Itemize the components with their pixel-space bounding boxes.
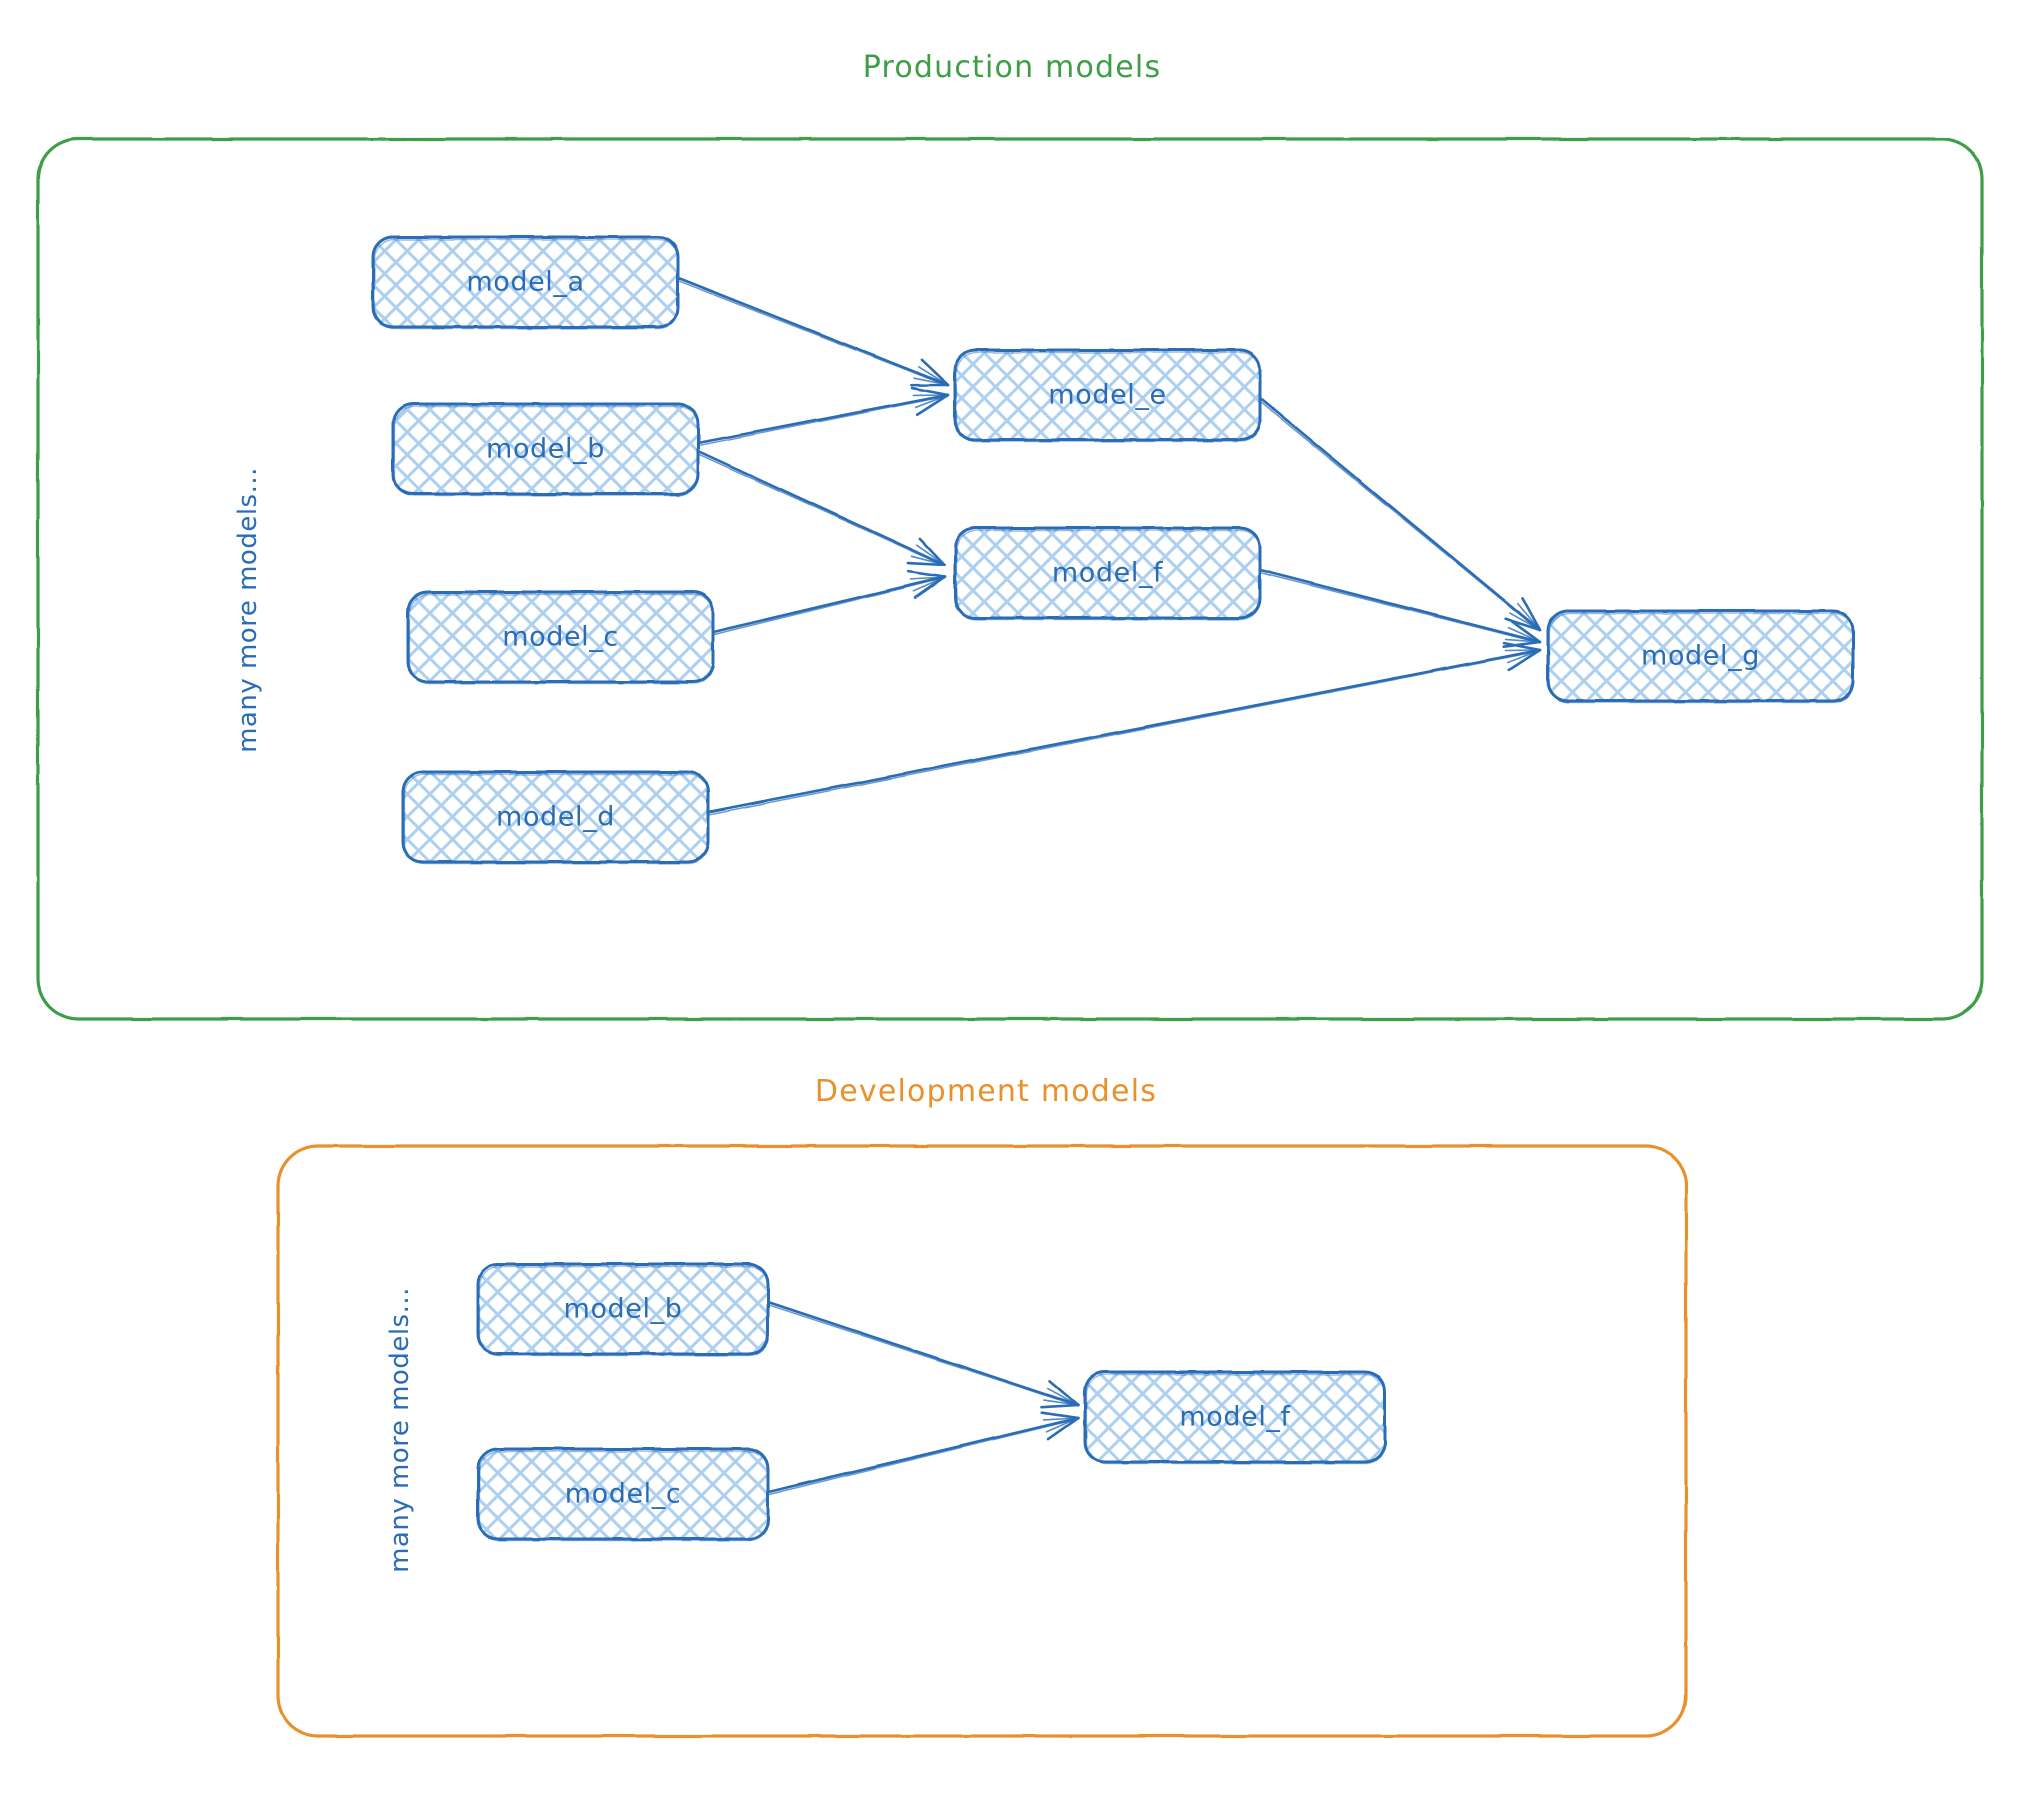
node-dev_model_b[interactable] [476,1262,770,1357]
edge-line-sketch [697,395,949,447]
edge-line [676,276,950,387]
edge-a-e [676,276,950,387]
node-fill [1548,611,1853,701]
node-prod_model_g[interactable] [1546,609,1855,704]
edge-arrowhead-sketch [913,365,949,386]
node-border-sketch [1085,1373,1387,1465]
edge-line-sketch [698,453,946,567]
edge-devb-devf [766,1300,1080,1409]
node-fill [478,1264,768,1354]
edge-b-e [696,386,950,447]
edge-line-sketch [676,279,949,387]
node-border-sketch [373,238,680,330]
group-title-production: Production models [862,50,1162,85]
node-prod_model_e[interactable] [953,348,1262,443]
edge-arrowhead-sketch [1043,1387,1079,1406]
side-label-development: many more models... [385,1287,415,1573]
edge-line-sketch [767,1418,1079,1496]
edge-devc-devf [766,1411,1080,1496]
edge-line [766,1416,1080,1494]
edge-f-g [1258,568,1542,649]
node-fill [408,592,713,682]
node-fill [403,772,708,862]
node-fill [1085,1372,1385,1462]
group-container-development [276,1144,1688,1738]
node-fill [955,350,1260,440]
edge-line-sketch [712,577,946,636]
node-prod_model_f[interactable] [953,526,1262,621]
edge-arrowhead-sketch [1504,626,1541,643]
edge-line [706,648,1542,814]
edge-line [696,393,950,445]
node-prod_model_b[interactable] [391,402,700,497]
group-title-development: Development models [814,1074,1158,1109]
node-border-sketch [393,405,700,497]
node-border-sketch [478,1265,770,1357]
edge-arrowhead-sketch [1509,602,1541,631]
group-containers [36,137,1984,1738]
edge-arrowhead-sketch [909,576,946,592]
edge-d-g [706,641,1542,816]
edges [676,276,1542,1496]
node-dev_model_f[interactable] [1083,1370,1387,1465]
edge-line [766,1300,1080,1407]
node-dev_model_c[interactable] [476,1447,770,1542]
edge-line-sketch [1257,399,1541,632]
edge-arrowhead-sketch [1504,649,1541,664]
node-border-sketch [1548,612,1855,704]
group-container-production [36,137,1984,1021]
edge-c-f [711,570,947,636]
node-border-sketch [478,1450,770,1542]
edge-line [698,450,947,567]
node-prod_model_a[interactable] [371,235,680,330]
node-fill [478,1449,768,1539]
edge-line-sketch [1258,571,1541,644]
edge-line-sketch [707,650,1541,816]
edge-line-sketch [766,1303,1079,1407]
edge-line [711,575,947,634]
node-fill [373,237,678,327]
edge-line [1258,396,1542,632]
edge-b-f [698,450,947,567]
node-fill [393,404,698,494]
side-label-production: many more models... [233,467,263,753]
node-prod_model_c[interactable] [406,590,715,685]
node-border-sketch [955,351,1262,443]
node-prod_model_d[interactable] [401,770,710,865]
edge-arrowhead-sketch [912,394,949,409]
node-border-sketch [408,593,715,685]
edge-arrowhead-sketch [1042,1417,1079,1433]
edge-line [1258,568,1542,644]
node-fill [955,528,1260,618]
node-border-sketch [955,529,1262,621]
edge-e-g [1257,396,1542,632]
edge-arrowhead-sketch [910,544,946,566]
nodes [371,235,1855,1542]
node-border-sketch [403,773,710,865]
